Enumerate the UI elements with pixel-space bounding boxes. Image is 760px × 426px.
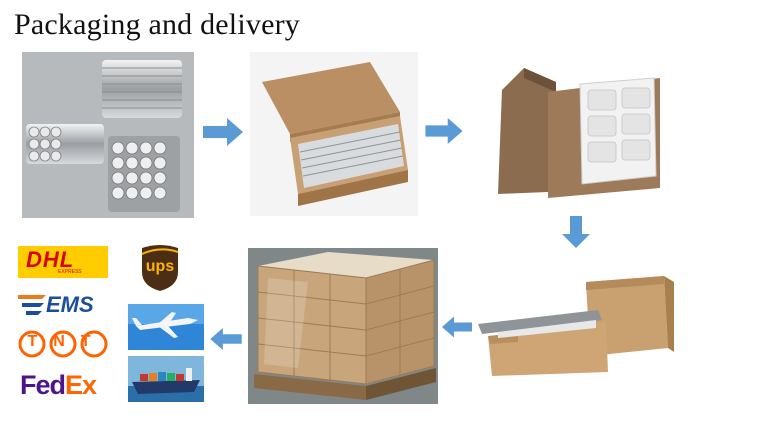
pallet-photo bbox=[248, 248, 438, 404]
tnt-logo-text: TNT bbox=[18, 333, 108, 351]
foam-tray-in-carton-photo bbox=[494, 62, 664, 202]
arrow-left-icon bbox=[442, 316, 472, 338]
ems-logo: EMS bbox=[18, 292, 110, 318]
arrow-down-icon bbox=[562, 216, 590, 248]
magnets-in-carton-photo bbox=[250, 52, 418, 216]
ups-logo: ups bbox=[138, 244, 182, 292]
dhl-logo-subtext: EXPRESS bbox=[58, 269, 82, 275]
ups-logo-text: ups bbox=[144, 258, 176, 276]
fedex-logo-fed: Fed bbox=[20, 370, 65, 400]
fedex-logo: FedEx bbox=[20, 370, 116, 404]
magnet-cylinders-photo bbox=[22, 52, 194, 218]
airplane-photo bbox=[128, 304, 204, 350]
ems-logo-text: EMS bbox=[46, 292, 94, 318]
cargo-ship-photo bbox=[128, 356, 204, 402]
arrow-right-icon bbox=[203, 118, 243, 146]
page-title: Packaging and delivery bbox=[14, 8, 300, 42]
fedex-logo-ex: Ex bbox=[65, 370, 96, 400]
arrow-left-icon bbox=[210, 328, 242, 350]
arrow-right-icon bbox=[425, 118, 463, 144]
outer-boxes-photo bbox=[478, 276, 674, 376]
tnt-logo: TNT bbox=[18, 330, 108, 358]
dhl-logo: DHL EXPRESS bbox=[18, 246, 108, 278]
